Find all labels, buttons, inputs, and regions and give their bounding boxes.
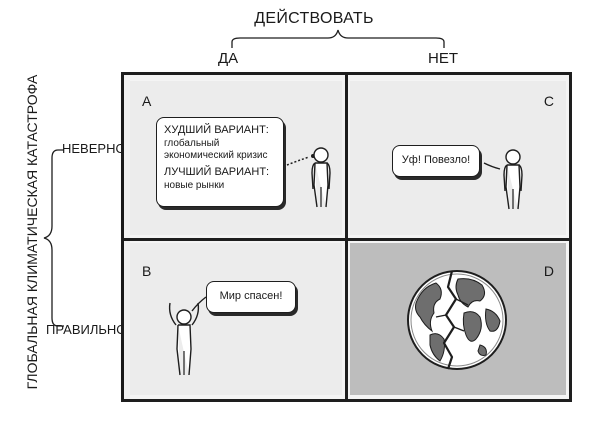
side-brace (43, 149, 64, 327)
worst-case-title: ХУДШИЙ ВАРИАНТ: (164, 124, 269, 136)
cell-c-speech-pointer (483, 162, 501, 170)
row-label-wrong: НЕВЕРНО (62, 141, 126, 156)
cell-d-letter: D (543, 263, 554, 279)
cell-a-letter: A (142, 93, 152, 109)
column-label-no: НЕТ (428, 50, 458, 67)
cell-b-speech-bubble: Мир спасен! (206, 281, 296, 313)
row-label-right: ПРАВИЛЬНО (46, 322, 127, 337)
vertical-divider (345, 75, 348, 399)
decision-matrix: A ХУДШИЙ ВАРИАНТ: глобальный экономическ… (121, 72, 572, 402)
top-brace (231, 29, 445, 48)
cell-c: C Уф! Повезло! (350, 81, 566, 235)
top-axis-title: ДЕЙСТВОВАТЬ (254, 10, 374, 27)
cell-b-letter: B (142, 263, 152, 279)
cell-c-person-figure (503, 149, 523, 210)
horizontal-divider (124, 238, 569, 241)
best-case-title: ЛУЧШИЙ ВАРИАНТ: (164, 165, 270, 178)
cell-d: D (350, 243, 566, 395)
best-case-text: новые рынки (164, 179, 225, 191)
cell-b: B Мир спасен! (130, 243, 342, 395)
cell-c-speech-bubble: Уф! Повезло! (392, 145, 480, 177)
worst-case-text-2: экономический кризис (164, 150, 268, 162)
broken-earth-icon (407, 270, 507, 370)
cell-a: A ХУДШИЙ ВАРИАНТ: глобальный экономическ… (130, 81, 342, 235)
worst-case-text-1: глобальный (164, 137, 220, 149)
column-label-yes: ДА (218, 50, 239, 67)
cell-c-letter: C (543, 93, 554, 109)
cell-b-celebrating-person (168, 302, 200, 376)
cell-a-outcome-bubble: ХУДШИЙ ВАРИАНТ: глобальный экономический… (156, 117, 284, 207)
cell-a-person-figure (311, 147, 331, 208)
